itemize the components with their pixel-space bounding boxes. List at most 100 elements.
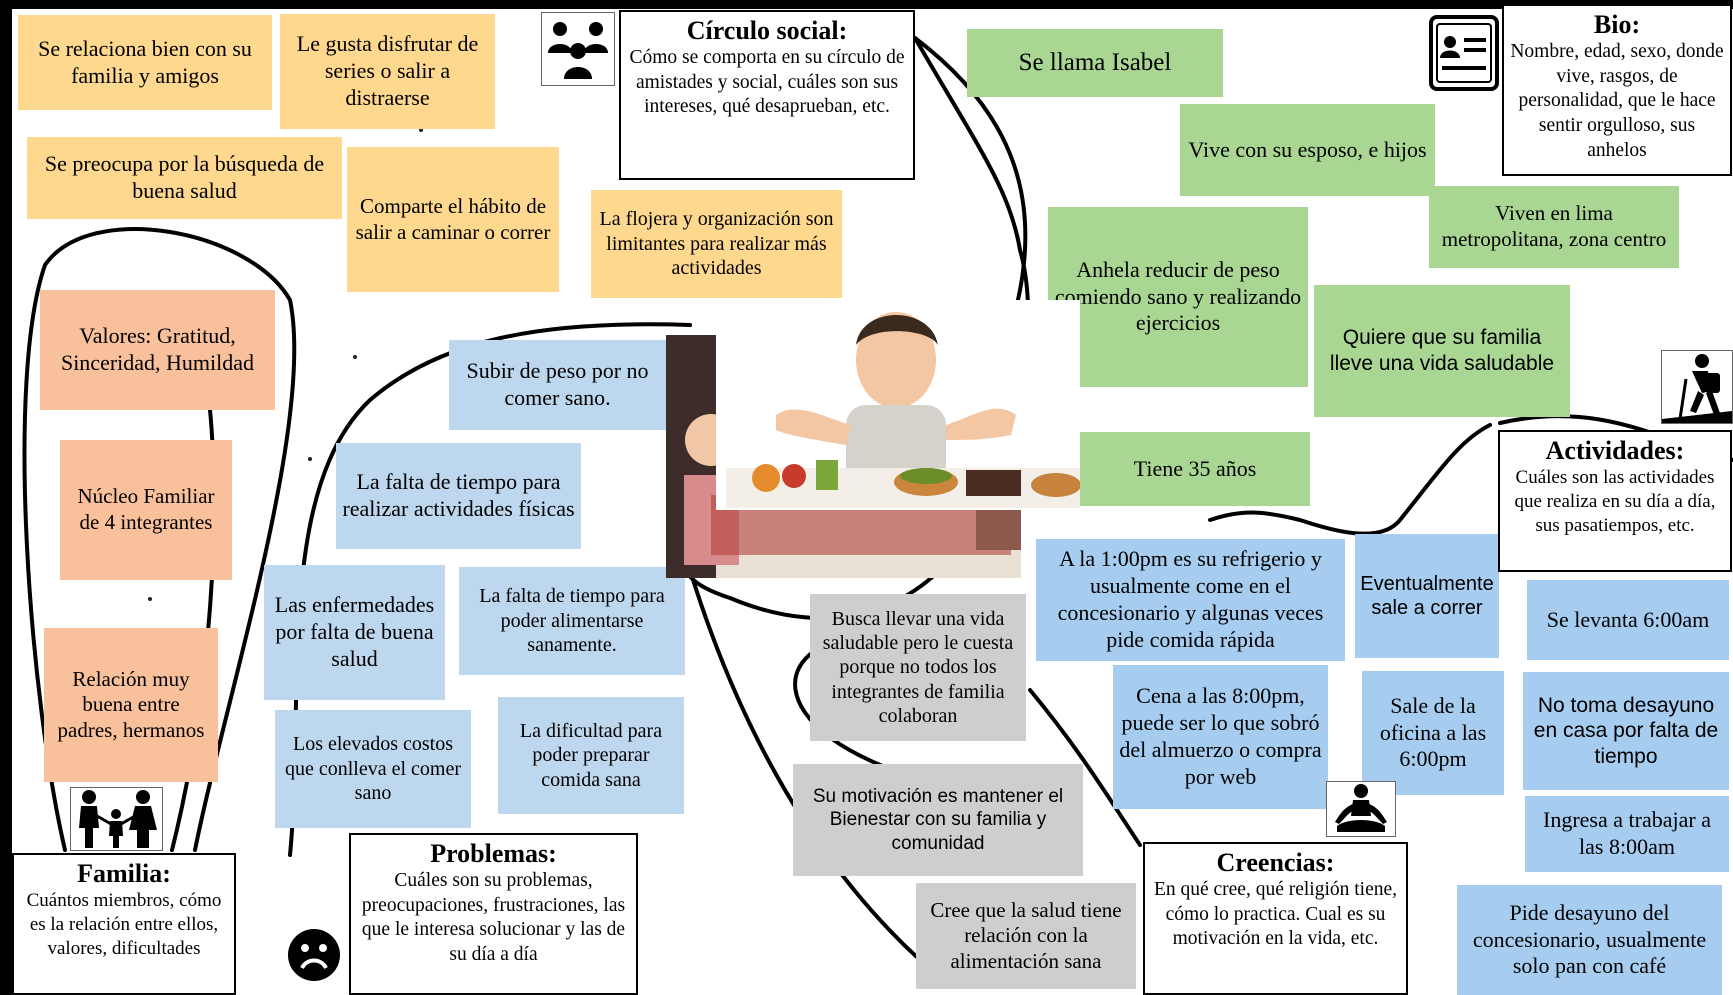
meditation-icon <box>1326 781 1396 837</box>
id-card-icon <box>1428 14 1500 92</box>
person-eating-healthy-illustration <box>666 300 1081 578</box>
note-text: Se llama Isabel <box>1018 48 1172 76</box>
note-text: No toma desayuno en casa por falta de ti… <box>1533 693 1719 768</box>
dot-1 <box>353 355 357 359</box>
note-text: Subir de peso por no comer sano. <box>466 358 649 410</box>
note-activity-leave-office: Sale de la oficina a las 6:00pm <box>1362 671 1504 795</box>
note-bio-lives-with: Vive con su esposo, e hijos <box>1180 104 1435 196</box>
note-belief-motivation: Su motivación es mantener el Bienestar c… <box>793 764 1083 876</box>
note-text: La dificultad para poder preparar comida… <box>519 719 663 791</box>
note-text: La flojera y organización son limitantes… <box>599 208 834 280</box>
note-text: La falta de tiempo para poder alimentars… <box>479 585 665 657</box>
note-bio-family-wish: Quiere que su familia lleve una vida sal… <box>1314 285 1570 417</box>
social-to-bio-curve <box>913 36 1028 332</box>
header-creencias: Creencias: En qué cree, qué religión tie… <box>1143 842 1408 995</box>
note-problem-time-food: La falta de tiempo para poder alimentars… <box>459 567 685 675</box>
header-description: En qué cree, qué religión tiene, cómo lo… <box>1153 878 1398 950</box>
note-text: La falta de tiempo para realizar activid… <box>342 469 575 521</box>
note-activity-lunch: A la 1:00pm es su refrigerio y usualment… <box>1036 539 1345 661</box>
note-text: Tiene 35 años <box>1133 455 1257 481</box>
note-text: Le gusta disfrutar de series o salir a d… <box>296 31 479 110</box>
note-text: Se levanta 6:00am <box>1546 606 1710 632</box>
beliefs-lower-curve <box>1028 688 1142 847</box>
note-text: Busca llevar una vida saludable pero le … <box>822 607 1014 728</box>
note-bio-location: Viven en lima metropolitana, zona centro <box>1429 186 1679 268</box>
note-text: Cree que la salud tiene relación con la … <box>930 897 1122 973</box>
header-title: Bio: <box>1593 10 1641 39</box>
note-activity-running: Eventualmente sale a correr <box>1355 534 1499 658</box>
header-title: Problemas: <box>430 839 557 868</box>
note-text: Las enfermedades por falta de buena salu… <box>274 592 435 671</box>
note-social-leisure: Le gusta disfrutar de series o salir a d… <box>280 14 495 129</box>
note-text: Cena a las 8:00pm, puede ser lo que sobr… <box>1119 683 1322 789</box>
note-text: A la 1:00pm es su refrigerio y usualment… <box>1057 546 1324 652</box>
note-activity-no-breakfast: No toma desayuno en casa por falta de ti… <box>1523 672 1729 790</box>
note-problem-preparation: La dificultad para poder preparar comida… <box>498 697 684 814</box>
note-family-nucleus: Núcleo Familiar de 4 integrantes <box>60 440 232 580</box>
note-belief-health-food: Cree que la salud tiene relación con la … <box>916 883 1136 989</box>
frame-top-border <box>0 0 1733 9</box>
header-title: Creencias: <box>1216 848 1335 877</box>
central-photo <box>666 300 1081 578</box>
note-text: Anhela reducir de peso comiendo sano y r… <box>1054 256 1302 336</box>
header-description: Nombre, edad, sexo, donde vive, rasgos, … <box>1510 40 1724 161</box>
note-text: Se relaciona bien con su familia y amigo… <box>38 35 252 88</box>
beliefs-curve <box>688 568 922 962</box>
note-text: Relación muy buena entre padres, hermano… <box>57 666 205 742</box>
note-social-limitations: La flojera y organización son limitantes… <box>591 190 842 298</box>
note-problem-costs: Los elevados costos que conlleva el come… <box>275 710 471 828</box>
hiker-icon <box>1661 350 1733 424</box>
dot-2 <box>308 457 312 461</box>
note-bio-goal: Anhela reducir de peso comiendo sano y r… <box>1048 207 1308 387</box>
header-description: Cuáles son su problemas, preocupaciones,… <box>361 869 626 966</box>
note-text: Se preocupa por la búsqueda de buena sal… <box>44 151 325 203</box>
note-belief-healthy-life: Busca llevar una vida saludable pero le … <box>810 594 1026 741</box>
header-title: Actividades: <box>1545 436 1685 465</box>
note-text: Vive con su esposo, e hijos <box>1188 136 1427 162</box>
note-bio-age: Tiene 35 años <box>1080 432 1310 506</box>
note-text: Eventualmente sale a correr <box>1360 572 1494 619</box>
note-text: Ingresa a trabajar a las 8:00am <box>1543 807 1711 859</box>
note-bio-name: Se llama Isabel <box>967 29 1223 97</box>
note-text: Quiere que su familia lleve una vida sal… <box>1329 326 1555 375</box>
note-activity-breakfast-order: Pide desayuno del concesionario, usualme… <box>1457 885 1722 995</box>
social-group-icon <box>541 12 615 86</box>
note-text: Viven en lima metropolitana, zona centro <box>1441 201 1667 251</box>
frame-left-border <box>0 0 12 995</box>
note-activity-work-start: Ingresa a trabajar a las 8:00am <box>1525 796 1729 872</box>
note-text: Pide desayuno del concesionario, usualme… <box>1472 899 1707 979</box>
dot-4 <box>419 128 423 132</box>
header-description: Cuántos miembros, cómo es la relación en… <box>26 889 222 960</box>
note-problem-time-activity: La falta de tiempo para realizar activid… <box>336 443 581 549</box>
note-family-values: Valores: Gratitud, Sinceridad, Humildad <box>40 290 275 410</box>
note-problem-diseases: Las enfermedades por falta de buena salu… <box>264 565 445 700</box>
note-social-relationships: Se relaciona bien con su familia y amigo… <box>18 15 272 110</box>
note-text: Los elevados costos que conlleva el come… <box>284 733 462 805</box>
note-text: Sale de la oficina a las 6:00pm <box>1379 692 1487 772</box>
header-problemas: Problemas: Cuáles son su problemas, preo… <box>349 833 638 995</box>
header-description: Cuáles son las actividades que realiza e… <box>1514 466 1716 537</box>
note-social-walking: Comparte el hábito de salir a caminar o … <box>347 147 559 292</box>
note-text: Valores: Gratitud, Sinceridad, Humildad <box>60 323 255 375</box>
header-description: Cómo se comporta en su círculo de amista… <box>629 46 905 118</box>
header-title: Familia: <box>77 859 171 888</box>
note-activity-wakeup: Se levanta 6:00am <box>1527 580 1729 660</box>
header-title: Círculo social: <box>686 16 848 45</box>
header-bio: Bio: Nombre, edad, sexo, donde vive, ras… <box>1502 4 1732 176</box>
header-circulo-social: Círculo social: Cómo se comporta en su c… <box>619 10 915 180</box>
note-problem-weight: Subir de peso por no comer sano. <box>449 340 666 430</box>
note-family-relationship: Relación muy buena entre padres, hermano… <box>44 628 218 782</box>
sad-face-icon <box>287 928 341 982</box>
family-icon <box>70 787 163 851</box>
family-loop-curve <box>22 227 297 852</box>
header-familia: Familia: Cuántos miembros, cómo es la re… <box>12 853 236 995</box>
dot-3 <box>148 597 152 601</box>
note-activity-dinner: Cena a las 8:00pm, puede ser lo que sobr… <box>1113 665 1328 809</box>
header-actividades: Actividades: Cuáles son las actividades … <box>1498 430 1732 572</box>
note-text: Núcleo Familiar de 4 integrantes <box>77 484 215 534</box>
note-text: Su motivación es mantener el Bienestar c… <box>812 786 1064 854</box>
actividades-curve <box>1208 423 1492 536</box>
note-text: Comparte el hábito de salir a caminar o … <box>355 193 551 244</box>
note-social-health: Se preocupa por la búsqueda de buena sal… <box>27 137 342 219</box>
